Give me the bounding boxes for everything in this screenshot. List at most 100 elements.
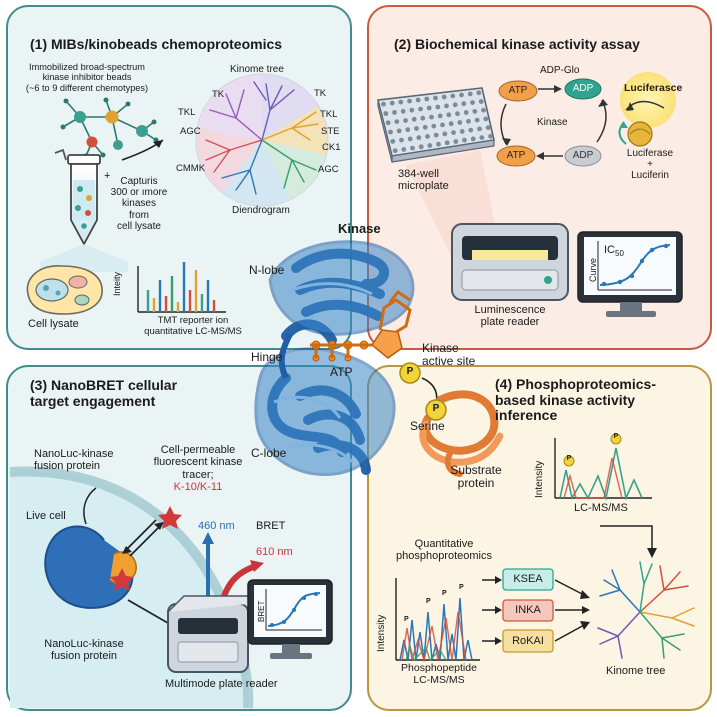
phosphopeptide-label: Phosphopeptide LC-MS/MS — [384, 662, 494, 687]
microplate-well — [470, 100, 475, 105]
method-boxes — [482, 568, 590, 653]
microplate-well — [466, 118, 471, 124]
microplate-well — [437, 113, 443, 119]
capture-caption-line: 300 or ımore — [110, 187, 168, 199]
microplate-well — [452, 102, 458, 108]
microplate-label: 384-well microplate — [398, 168, 449, 193]
microplate-well — [459, 129, 465, 134]
substrate-label-line: protein — [457, 476, 495, 491]
microplate-well — [399, 137, 404, 143]
phospho-mark: P — [404, 616, 409, 623]
spectrum-y-label: Inteity — [112, 271, 122, 296]
cell-lysate-label: Cell lysate — [28, 318, 79, 330]
hinge-label: Hinge — [251, 350, 283, 364]
microplate-well — [478, 99, 484, 104]
c-lobe-label: C-lobe — [251, 446, 287, 460]
microplate-well — [390, 139, 396, 144]
microplate-well — [448, 121, 454, 127]
phosphopeptide-label-line: Phosphopeptide — [401, 662, 477, 674]
kinase-group-label: AGC — [318, 164, 339, 175]
tracer-label-line: Cell-permeable — [160, 444, 236, 456]
kinome-tree-icon — [597, 561, 695, 659]
microplate-well — [446, 112, 452, 118]
microplate-well — [420, 115, 426, 121]
microplate-well — [444, 103, 449, 109]
adp-glo-cycle — [496, 72, 676, 167]
capture-caption-line: from — [129, 209, 149, 221]
microplate-well — [407, 136, 413, 142]
cell-lysate-icon — [26, 265, 103, 315]
microplate-label-line: 384-well — [398, 168, 439, 180]
beads-caption: Immobilized broad-spectrum kinase inhibi… — [12, 62, 162, 93]
quant-label-line: Quantitative — [414, 538, 474, 550]
substrate-label: Substrate protein — [436, 463, 516, 491]
kinase-group-label: TKL — [320, 109, 338, 120]
kinome-tree-label: Kinome tree — [230, 64, 284, 75]
reader-label: Luminescence plate reader — [455, 304, 565, 329]
adp-node-label: ADP — [572, 150, 594, 161]
panel-3-title: (3) NanoBRET cellular target engagement — [30, 377, 177, 409]
nanoluc-fusion-icon — [44, 487, 137, 609]
microplate-well — [485, 125, 491, 130]
microplate-well — [414, 126, 419, 131]
n-lobe-label: N-lobe — [249, 263, 285, 277]
tracer-star-icon — [110, 568, 134, 591]
microplate-well — [388, 129, 393, 135]
microplate-well — [488, 133, 493, 139]
microplate-well — [459, 92, 464, 98]
microplate-well — [392, 110, 397, 115]
microplate-well — [442, 131, 448, 137]
kinase-title: Kinase — [338, 221, 381, 236]
phospho-mark: P — [459, 584, 464, 591]
multimode-reader-label: Multimode plate reader — [165, 678, 278, 690]
luciferase-label: Luciferasce — [624, 82, 683, 94]
atp-label: ATP — [330, 365, 353, 379]
tracer-label-line: fluorescent kinase — [153, 456, 243, 469]
phosphate-p-icon — [399, 362, 421, 384]
microplate-well — [405, 127, 411, 133]
rokai-label: RoKAI — [512, 635, 544, 647]
kinase-label: Kinase — [537, 117, 568, 128]
microplate-well — [467, 91, 473, 97]
microplate-well — [422, 124, 428, 130]
ic50-label: IC50 — [604, 244, 624, 259]
microplate-well — [427, 143, 433, 148]
microplate-well — [409, 107, 415, 113]
kinome-tree-wheel — [195, 73, 329, 207]
luciferase-line: + — [647, 159, 653, 171]
adp-node-label: ADP — [572, 83, 594, 94]
capture-caption-line: cell lysate — [117, 220, 161, 232]
top-spectrum-y-label: Intensity — [534, 460, 545, 498]
microplate-well — [472, 109, 478, 114]
phospho-mark: P — [566, 455, 572, 462]
microplate-well — [425, 134, 430, 139]
emission-arrows — [202, 532, 264, 603]
tracer-star-icon — [158, 506, 182, 529]
fusion-label-line: NanoLuc-kinase — [44, 638, 124, 650]
active-site-line: active site — [422, 354, 476, 369]
capture-caption-line: kinases — [122, 198, 156, 210]
atp-molecule — [310, 289, 412, 362]
kinase-group-label: TKL — [178, 107, 196, 118]
microplate-well — [400, 108, 406, 114]
substrate-protein — [419, 390, 504, 477]
microplate-well — [426, 105, 432, 111]
capture-caption-line: Capturis — [120, 176, 158, 187]
tmt-caption: TMT reporter ion quantitative LC-MS/MS — [128, 315, 258, 337]
microplate-well — [433, 132, 439, 138]
phospho-mark: P — [426, 598, 431, 605]
microplate-well — [455, 111, 460, 117]
panel-4-title-line: inference — [495, 407, 558, 424]
microplate-well — [385, 120, 391, 126]
microplate-label-line: microplate — [398, 180, 449, 193]
fusion-protein-label-bottom: NanoLuc-kinase fusion protein — [24, 638, 144, 663]
microplate-well — [470, 136, 476, 142]
microplate-well — [407, 98, 412, 104]
substrate-label-line: Substrate — [450, 463, 502, 477]
live-cell-label: Live cell — [26, 510, 66, 522]
tracer-ids: K-10/K-11 — [173, 480, 223, 493]
microplate-well — [476, 90, 482, 96]
microplate-well — [481, 107, 486, 113]
microplate-well — [411, 116, 417, 122]
inka-label: INKA — [515, 604, 541, 616]
